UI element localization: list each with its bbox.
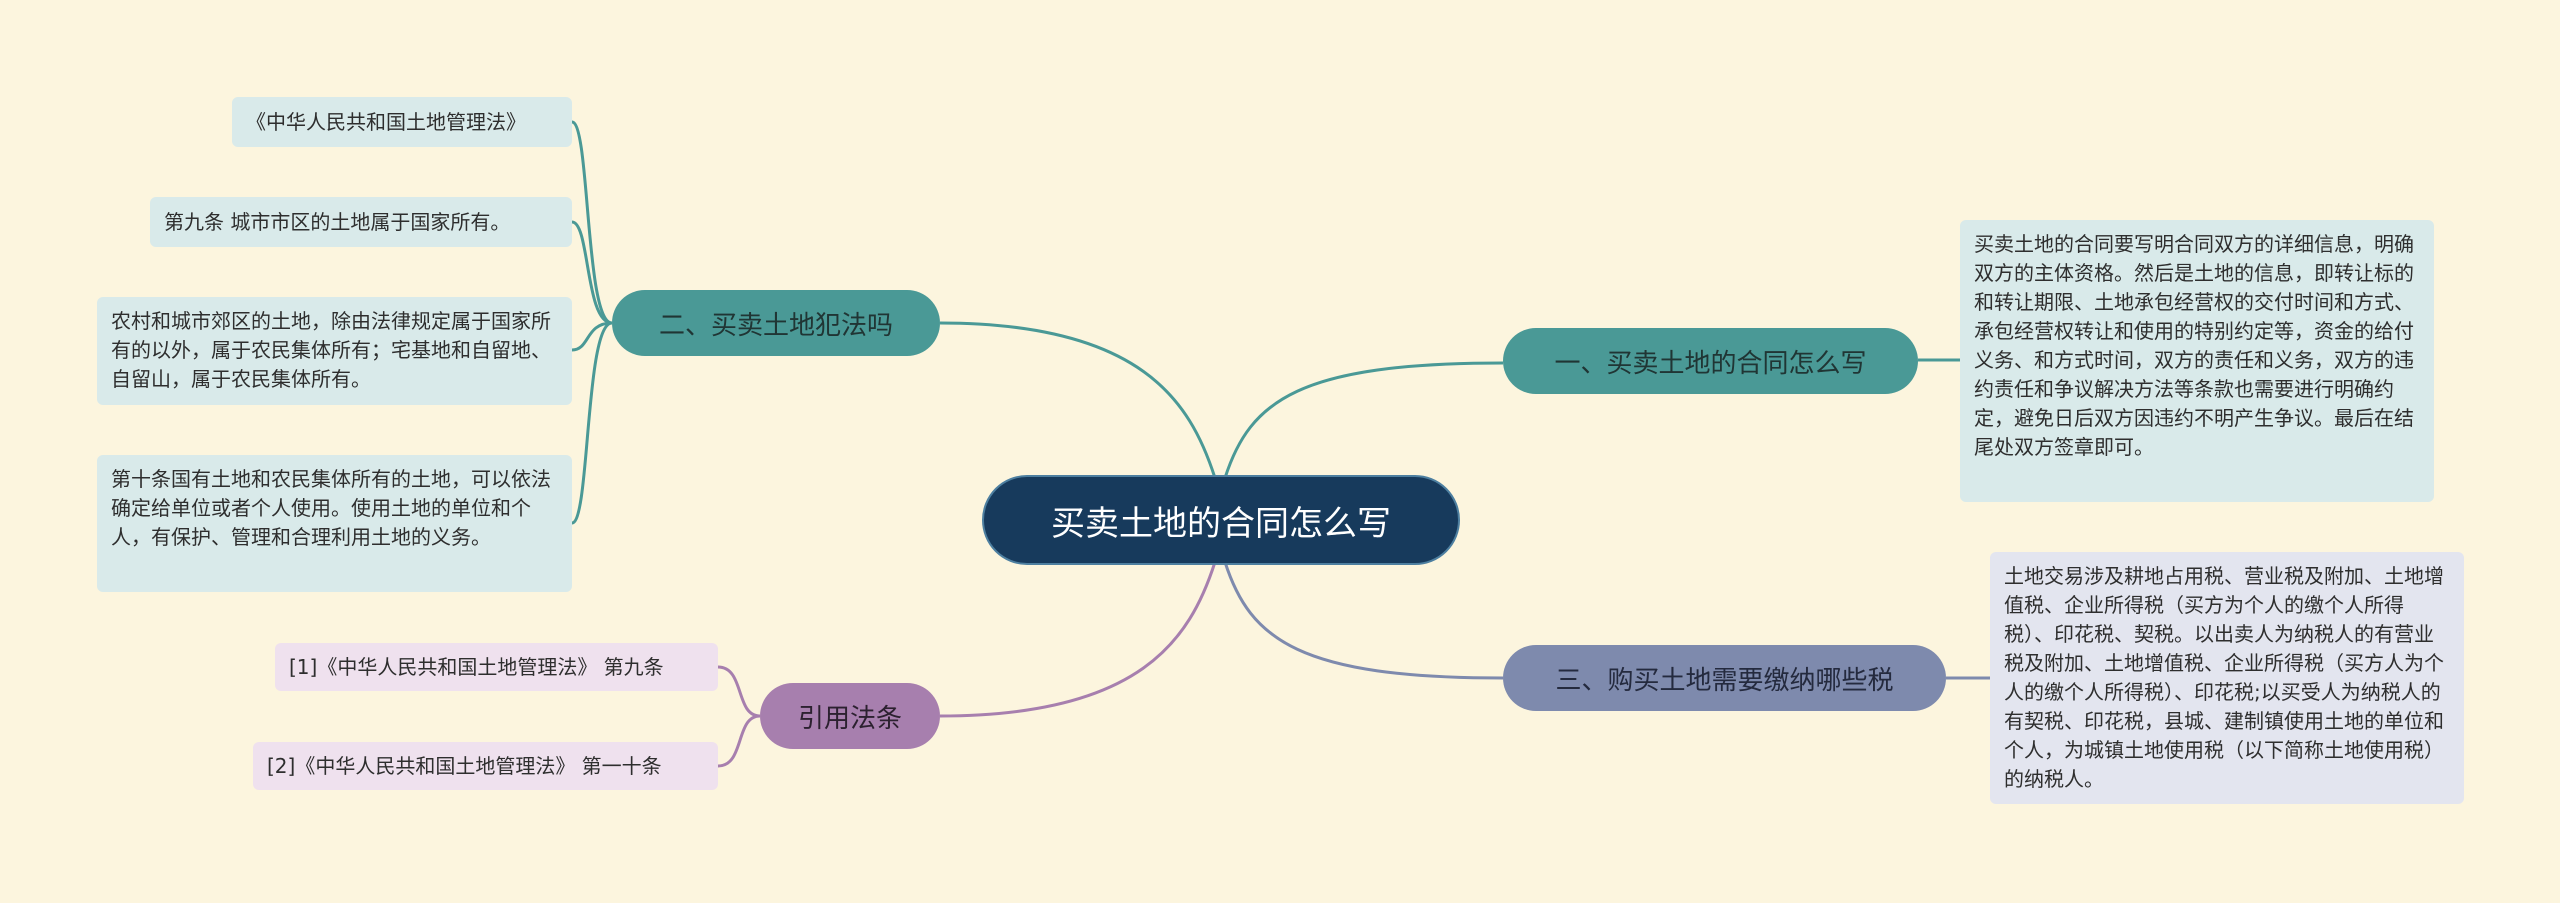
connector-branch-2-leaf-3 (571, 321, 613, 352)
connector-branch-2-leaf-2 (571, 220, 613, 325)
leaf-article-10[interactable]: 第十条国有土地和农民集体所有的土地，可以依法确定给单位或者个人使用。使用土地的单… (97, 455, 572, 592)
branch-cited-statutes-label: 引用法条 (797, 703, 902, 734)
leaf-citation-1[interactable]: [1]《中华人民共和国土地管理法》 第九条 (275, 643, 718, 691)
branch-land-taxes-label: 三、购买土地需要缴纳哪些税 (1555, 665, 1894, 696)
leaf-article-9[interactable]: 第九条 城市市区的土地属于国家所有。 (150, 197, 572, 247)
branch-is-land-sale-illegal-label: 二、买卖土地犯法吗 (658, 310, 893, 341)
leaf-text: [1]《中华人民共和国土地管理法》 第九条 (289, 654, 664, 679)
branch-cited-statutes[interactable]: 引用法条 (760, 683, 940, 749)
connector-branch-2-leaf-4 (571, 321, 613, 525)
connector-root-branch-2 (939, 321, 1217, 479)
leaf-text: 第九条 城市市区的土地属于国家所有。 (164, 209, 511, 234)
branch-is-land-sale-illegal[interactable]: 二、买卖土地犯法吗 (612, 290, 940, 356)
leaf-text: 农村和城市郊区的土地，除由法律规定属于国家所有的以外，属于农民集体所有；宅基地和… (111, 309, 551, 391)
leaf-citation-2[interactable]: [2]《中华人民共和国土地管理法》 第一十条 (253, 742, 718, 790)
leaf-text: 第十条国有土地和农民集体所有的土地，可以依法确定给单位或者个人使用。使用土地的单… (111, 467, 551, 549)
root-topic[interactable]: 买卖土地的合同怎么写 (982, 475, 1460, 565)
leaf-land-law-title[interactable]: 《中华人民共和国土地管理法》 (232, 97, 572, 147)
leaf-rural-land-ownership[interactable]: 农村和城市郊区的土地，除由法律规定属于国家所有的以外，属于农民集体所有；宅基地和… (97, 297, 572, 405)
connector-root-branch-1 (1223, 361, 1504, 479)
root-topic-label: 买卖土地的合同怎么写 (1051, 503, 1391, 544)
branch-contract-writing-label: 一、买卖土地的合同怎么写 (1554, 348, 1867, 379)
leaf-land-taxes-detail[interactable]: 土地交易涉及耕地占用税、营业税及附加、土地增值税、企业所得税（买方为个人的缴个人… (1990, 552, 2464, 804)
connector-root-branch-4 (939, 561, 1217, 718)
leaf-contract-writing-detail[interactable]: 买卖土地的合同要写明合同双方的详细信息，明确双方的主体资格。然后是土地的信息，即… (1960, 220, 2434, 502)
leaf-text: [2]《中华人民共和国土地管理法》 第一十条 (267, 753, 662, 778)
leaf-text: 买卖土地的合同要写明合同双方的详细信息，明确双方的主体资格。然后是土地的信息，即… (1974, 232, 2414, 459)
connector-branch-4-leaf-2 (717, 714, 761, 768)
connector-root-branch-3 (1223, 561, 1504, 680)
leaf-text: 土地交易涉及耕地占用税、营业税及附加、土地增值税、企业所得税（买方为个人的缴个人… (2004, 564, 2444, 791)
connector-branch-4-leaf-1 (717, 665, 761, 718)
branch-land-taxes[interactable]: 三、购买土地需要缴纳哪些税 (1503, 645, 1946, 711)
connector-branch-2-leaf-1 (571, 120, 613, 325)
leaf-text: 《中华人民共和国土地管理法》 (246, 109, 526, 134)
branch-contract-writing[interactable]: 一、买卖土地的合同怎么写 (1503, 328, 1918, 394)
